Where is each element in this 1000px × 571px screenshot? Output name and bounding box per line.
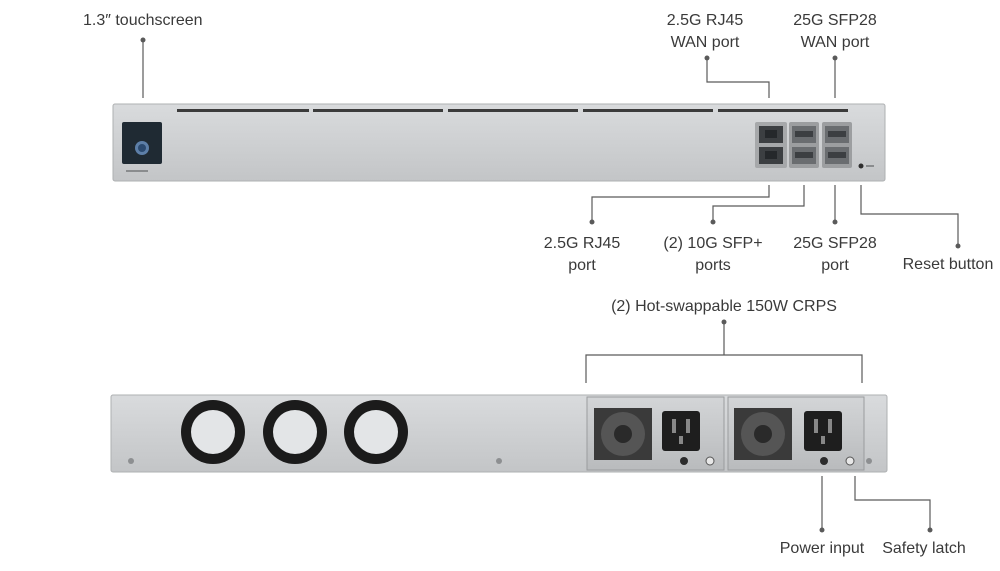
psu-1-safety-latch[interactable] [705, 456, 715, 466]
psu-label: (2) Hot-swappable 150W CRPS [611, 298, 837, 315]
rj45-label: 2.5G RJ45 port [532, 233, 632, 277]
rj45-port[interactable] [759, 147, 783, 164]
sfp-plus-port-2[interactable] [792, 147, 816, 164]
psu-1-power-input[interactable] [662, 411, 700, 451]
psu-2[interactable] [727, 396, 865, 471]
front-leader-lines [140, 37, 961, 249]
psu-2-safety-latch[interactable] [845, 456, 855, 466]
touchscreen-label: 1.3″ touchscreen [83, 12, 203, 29]
rear-screws [128, 458, 872, 464]
wan-sfp28-label: 25G SFP28 WAN port [785, 10, 885, 54]
sfp28-port[interactable] [825, 147, 849, 164]
sfp28-label-line1: 25G SFP28 [793, 235, 877, 252]
sfp-plus-port-1[interactable] [792, 126, 816, 143]
sfp28-label-line2: port [821, 257, 849, 274]
wan-rj45-port[interactable] [759, 126, 783, 143]
sfp-plus-port-block [789, 122, 819, 168]
sfp28-port-block [822, 122, 852, 168]
psu-1-led [680, 457, 688, 465]
psu-2-power-input[interactable] [804, 411, 842, 451]
sfp-plus-label-line1: (2) 10G SFP+ [663, 235, 763, 252]
psu-2-led [820, 457, 828, 465]
wan-rj45-label-line2: WAN port [670, 34, 740, 51]
fan-3 [344, 400, 408, 464]
sfp28-label: 25G SFP28 port [785, 233, 885, 277]
reset-button[interactable] [858, 163, 875, 169]
rear-panel [110, 394, 888, 473]
front-panel [112, 103, 886, 182]
wan-rj45-label: 2.5G RJ45 WAN port [655, 10, 755, 54]
sfp-plus-label-line2: ports [695, 257, 731, 274]
safety-latch-label: Safety latch [882, 540, 966, 557]
front-vent-slits [177, 109, 848, 112]
psu-1[interactable] [586, 396, 725, 471]
rj45-label-line2: port [568, 257, 596, 274]
fan-2 [263, 400, 327, 464]
rj45-port-block [755, 122, 787, 168]
sfp-plus-label: (2) 10G SFP+ ports [653, 233, 773, 277]
rj45-label-line1: 2.5G RJ45 [543, 235, 621, 252]
rear-leader-lines [585, 319, 933, 533]
touchscreen[interactable] [122, 122, 162, 172]
fan-1 [181, 400, 245, 464]
power-input-label: Power input [779, 540, 865, 557]
psu-1-fan [594, 408, 652, 460]
psu-2-fan [734, 408, 792, 460]
wan-sfp28-port[interactable] [825, 126, 849, 143]
wan-sfp28-label-line1: 25G SFP28 [793, 12, 877, 29]
wan-rj45-label-line1: 2.5G RJ45 [666, 12, 744, 29]
reset-label: Reset button [902, 256, 994, 273]
wan-sfp28-label-line2: WAN port [800, 34, 870, 51]
